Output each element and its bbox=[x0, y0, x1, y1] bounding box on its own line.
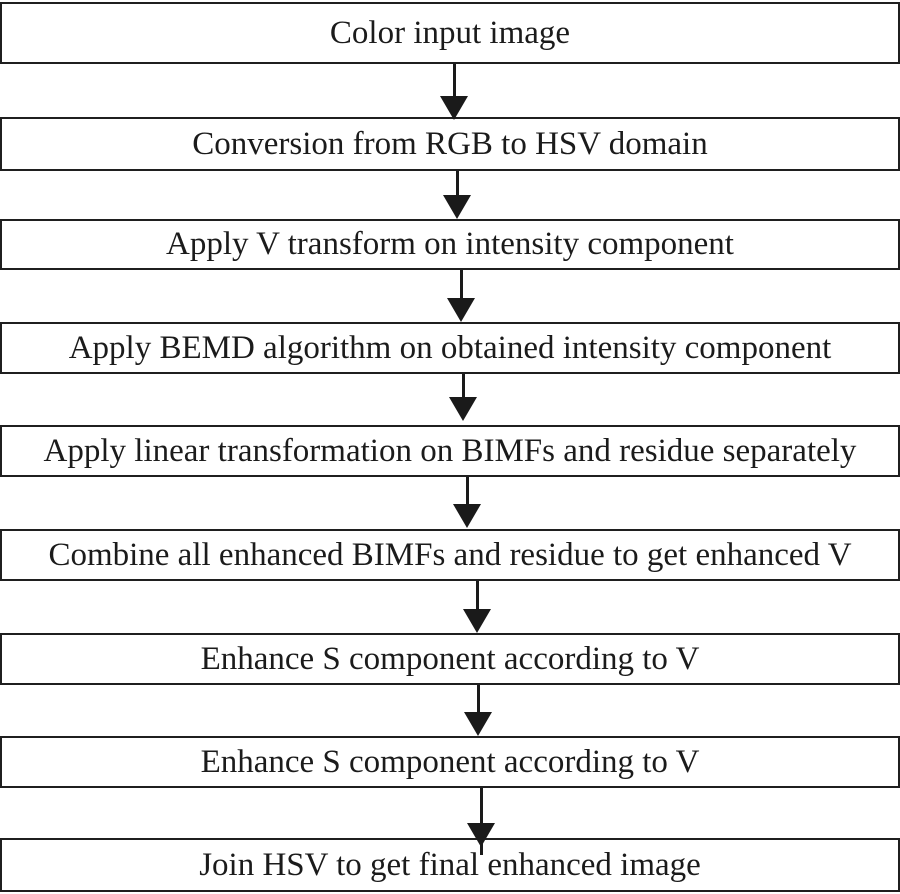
arrow-head bbox=[453, 504, 481, 528]
flow-step-label: Apply BEMD algorithm on obtained intensi… bbox=[68, 329, 832, 366]
arrow-shaft bbox=[452, 64, 456, 110]
flow-step-label: Enhance S component according to V bbox=[200, 743, 700, 780]
arrow-head bbox=[467, 823, 495, 847]
flow-step-label: Conversion from RGB to HSV domain bbox=[192, 125, 708, 162]
arrow-head bbox=[463, 609, 491, 633]
arrow-shaft bbox=[455, 171, 459, 209]
down-arrow-icon bbox=[453, 477, 481, 528]
arrow-shaft bbox=[465, 477, 469, 518]
flow-step-combine-bimfs: Combine all enhanced BIMFs and residue t… bbox=[0, 529, 900, 581]
flow-step-color-input-image: Color input image bbox=[0, 2, 900, 64]
down-arrow-icon bbox=[440, 64, 468, 120]
arrow-head bbox=[464, 712, 492, 736]
down-arrow-icon bbox=[467, 788, 495, 855]
flow-step-label: Enhance S component according to V bbox=[200, 640, 700, 677]
arrow-shaft bbox=[461, 374, 465, 411]
flow-step-linear-transformation: Apply linear transformation on BIMFs and… bbox=[0, 425, 900, 477]
arrow-head bbox=[449, 397, 477, 421]
down-arrow-icon bbox=[463, 581, 491, 633]
arrow-head bbox=[443, 195, 471, 219]
arrow-shaft bbox=[476, 685, 480, 726]
flow-step-label: Join HSV to get final enhanced image bbox=[199, 846, 701, 883]
down-arrow-icon bbox=[447, 270, 475, 322]
arrow-shaft bbox=[479, 788, 483, 855]
down-arrow-icon bbox=[464, 685, 492, 736]
down-arrow-icon bbox=[443, 171, 471, 219]
flow-step-label: Apply linear transformation on BIMFs and… bbox=[43, 432, 857, 469]
flow-step-bemd-algorithm: Apply BEMD algorithm on obtained intensi… bbox=[0, 322, 900, 374]
arrow-head bbox=[440, 96, 468, 120]
down-arrow-icon bbox=[449, 374, 477, 421]
arrow-shaft bbox=[475, 581, 479, 623]
arrow-head bbox=[447, 298, 475, 322]
flow-step-rgb-to-hsv: Conversion from RGB to HSV domain bbox=[0, 117, 900, 171]
flow-step-v-transform: Apply V transform on intensity component bbox=[0, 219, 900, 270]
flow-step-enhance-s-component-2: Enhance S component according to V bbox=[0, 736, 900, 788]
flow-step-label: Color input image bbox=[329, 14, 571, 51]
arrow-shaft bbox=[459, 270, 463, 312]
flow-step-label: Combine all enhanced BIMFs and residue t… bbox=[48, 536, 852, 573]
flow-step-label: Apply V transform on intensity component bbox=[166, 226, 734, 262]
flow-step-join-hsv: Join HSV to get final enhanced image bbox=[0, 838, 900, 892]
flow-step-enhance-s-component: Enhance S component according to V bbox=[0, 633, 900, 685]
